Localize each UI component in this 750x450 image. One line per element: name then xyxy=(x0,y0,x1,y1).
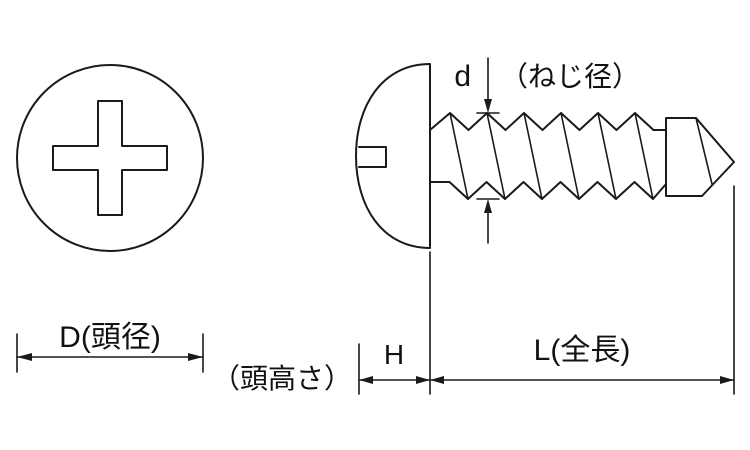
dimension-total-length: L(全長) xyxy=(429,185,735,395)
arrowhead-h-right xyxy=(416,376,430,384)
helix-line xyxy=(597,112,617,200)
front-view xyxy=(16,64,204,252)
arrowhead-d-down xyxy=(484,99,492,113)
arrowhead-d-up xyxy=(484,199,492,213)
arrowhead-l-right xyxy=(720,376,734,384)
label-head-height-symbol: H xyxy=(384,339,404,370)
phillips-cross-recess xyxy=(52,100,168,216)
side-view xyxy=(355,63,735,249)
dimension-head-diameter: D(頭径) xyxy=(16,321,204,373)
thread-top-zigzag xyxy=(429,112,667,131)
thread-bottom-zigzag xyxy=(429,181,667,200)
helix-line xyxy=(449,112,469,200)
arrowhead-d-left xyxy=(17,353,32,361)
helix-line xyxy=(523,112,543,200)
drill-point xyxy=(665,117,735,197)
dimension-head-height: （頭高さ） H xyxy=(212,339,431,395)
label-total-length: L(全長) xyxy=(534,334,631,367)
label-head-diameter: D(頭径) xyxy=(59,321,161,354)
arrowhead-l-left xyxy=(430,376,444,384)
screw-head-circle xyxy=(16,64,204,252)
screw-head-side-profile xyxy=(355,63,431,249)
drill-point-outline xyxy=(665,117,735,197)
dimension-thread-diameter: d （ねじ径） xyxy=(454,57,640,244)
helix-line xyxy=(486,112,506,200)
helix-line xyxy=(634,112,654,200)
label-thread-diameter-name: （ねじ径） xyxy=(500,61,640,92)
phillips-recess-side-notch xyxy=(358,146,387,168)
label-head-height-name: （頭高さ） xyxy=(212,363,352,394)
label-thread-diameter-symbol: d xyxy=(454,60,471,93)
arrowhead-d-right xyxy=(188,353,203,361)
thread-helix-lines xyxy=(449,112,654,200)
arrowhead-h-left xyxy=(359,376,373,384)
drill-point-flute-line xyxy=(695,117,713,185)
helix-line xyxy=(560,112,580,200)
